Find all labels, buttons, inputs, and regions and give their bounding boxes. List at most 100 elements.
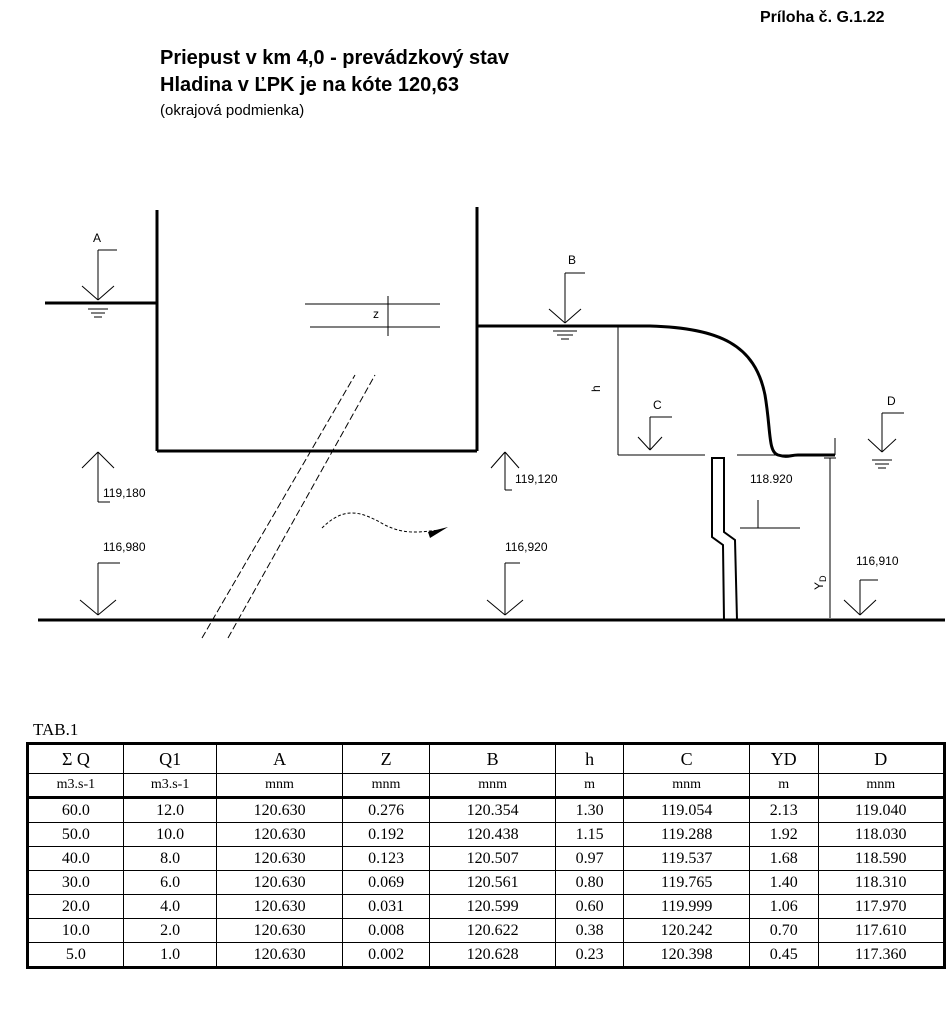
table-cell: 1.06 bbox=[748, 894, 819, 919]
table-cell: 117.970 bbox=[817, 894, 946, 919]
title-line-3: (okrajová podmienka) bbox=[160, 102, 305, 119]
table-cell: 0.192 bbox=[341, 822, 431, 847]
title-line-2: Hladina v ĽPK je na kóte 120,63 bbox=[160, 74, 460, 96]
header-yd: YD bbox=[748, 743, 819, 774]
table-cell: 119.999 bbox=[623, 894, 750, 919]
level-119120-label: 119,120 bbox=[515, 472, 558, 486]
level-116910-label: 116,910 bbox=[856, 554, 899, 568]
table-cell: 1.15 bbox=[554, 822, 625, 847]
table-cell: 0.069 bbox=[341, 870, 431, 895]
table-cell: 6.0 bbox=[122, 870, 218, 895]
header-d: D bbox=[817, 743, 946, 774]
table-cell: 50.0 bbox=[27, 822, 124, 847]
table-cell: 5.0 bbox=[27, 942, 124, 968]
table-cell: 117.360 bbox=[817, 942, 946, 968]
unit-a: mnm bbox=[216, 773, 343, 799]
table-cell: 0.45 bbox=[748, 942, 819, 968]
yd-label: YD bbox=[812, 575, 828, 590]
header-h: h bbox=[554, 743, 625, 774]
point-a-label: A bbox=[93, 231, 101, 245]
unit-sum-q: m3.s-1 bbox=[27, 773, 124, 799]
table-cell: 8.0 bbox=[122, 846, 218, 871]
level-119180-label: 119,180 bbox=[103, 486, 146, 500]
table-cell: 120.630 bbox=[216, 797, 343, 823]
table-cell: 120.507 bbox=[429, 846, 556, 871]
table-label: TAB.1 bbox=[33, 720, 79, 739]
unit-b: mnm bbox=[429, 773, 556, 799]
unit-c: mnm bbox=[623, 773, 750, 799]
culvert-diagram: A B C D z h YD 119,180 119,120 116,980 1… bbox=[38, 207, 945, 639]
table-cell: 0.276 bbox=[341, 797, 431, 823]
table-cell: 119.040 bbox=[817, 797, 946, 823]
table-cell: 20.0 bbox=[27, 894, 124, 919]
table-cell: 120.630 bbox=[216, 822, 343, 847]
table-cell: 118.310 bbox=[817, 870, 946, 895]
point-b-label: B bbox=[568, 253, 576, 267]
table-cell: 1.30 bbox=[554, 797, 625, 823]
table-cell: 0.97 bbox=[554, 846, 625, 871]
table-cell: 12.0 bbox=[122, 797, 218, 823]
table-cell: 120.630 bbox=[216, 894, 343, 919]
table-cell: 0.123 bbox=[341, 846, 431, 871]
level-116980-label: 116,980 bbox=[103, 540, 146, 554]
table-cell: 0.002 bbox=[341, 942, 431, 968]
table-cell: 4.0 bbox=[122, 894, 218, 919]
results-table: Σ Q Q1 A Z B h C YD D m3.s-1 m3.s-1 mnm … bbox=[26, 742, 946, 969]
table-cell: 119.765 bbox=[623, 870, 750, 895]
z-label: z bbox=[373, 307, 379, 321]
unit-d: mnm bbox=[817, 773, 946, 799]
table-cell: 120.630 bbox=[216, 942, 343, 968]
point-d-label: D bbox=[887, 394, 896, 408]
table-cell: 120.561 bbox=[429, 870, 556, 895]
header-q1: Q1 bbox=[122, 743, 218, 774]
unit-z: mnm bbox=[341, 773, 431, 799]
header-c: C bbox=[623, 743, 750, 774]
h-label: h bbox=[589, 385, 603, 392]
table-cell: 60.0 bbox=[27, 797, 124, 823]
table-cell: 1.92 bbox=[748, 822, 819, 847]
table-cell: 0.70 bbox=[748, 918, 819, 943]
header-z: Z bbox=[341, 743, 431, 774]
title-line-1: Priepust v km 4,0 - prevádzkový stav bbox=[160, 47, 510, 69]
header-a: A bbox=[216, 743, 343, 774]
point-c-label: C bbox=[653, 398, 662, 412]
table-cell: 120.242 bbox=[623, 918, 750, 943]
header-b: B bbox=[429, 743, 556, 774]
table-cell: 120.398 bbox=[623, 942, 750, 968]
table-cell: 120.599 bbox=[429, 894, 556, 919]
table-cell: 120.622 bbox=[429, 918, 556, 943]
table-cell: 120.438 bbox=[429, 822, 556, 847]
table-cell: 40.0 bbox=[27, 846, 124, 871]
unit-yd: m bbox=[748, 773, 819, 799]
annex-label: Príloha č. G.1.22 bbox=[760, 9, 885, 26]
table-cell: 0.38 bbox=[554, 918, 625, 943]
table-cell: 0.60 bbox=[554, 894, 625, 919]
table-cell: 1.40 bbox=[748, 870, 819, 895]
level-116920-label: 116,920 bbox=[505, 540, 548, 554]
table-cell: 0.008 bbox=[341, 918, 431, 943]
table-cell: 120.630 bbox=[216, 870, 343, 895]
unit-q1: m3.s-1 bbox=[122, 773, 218, 799]
table-cell: 118.590 bbox=[817, 846, 946, 871]
table-cell: 1.68 bbox=[748, 846, 819, 871]
table-cell: 119.537 bbox=[623, 846, 750, 871]
table-cell: 1.0 bbox=[122, 942, 218, 968]
table-cell: 120.354 bbox=[429, 797, 556, 823]
table-cell: 10.0 bbox=[122, 822, 218, 847]
table-cell: 118.030 bbox=[817, 822, 946, 847]
level-118920-label: 118.920 bbox=[750, 472, 793, 486]
table-cell: 0.23 bbox=[554, 942, 625, 968]
table-cell: 119.288 bbox=[623, 822, 750, 847]
table-cell: 119.054 bbox=[623, 797, 750, 823]
table-cell: 2.0 bbox=[122, 918, 218, 943]
header-sum-q: Σ Q bbox=[27, 743, 124, 774]
table-cell: 2.13 bbox=[748, 797, 819, 823]
table-cell: 117.610 bbox=[817, 918, 946, 943]
table-cell: 30.0 bbox=[27, 870, 124, 895]
